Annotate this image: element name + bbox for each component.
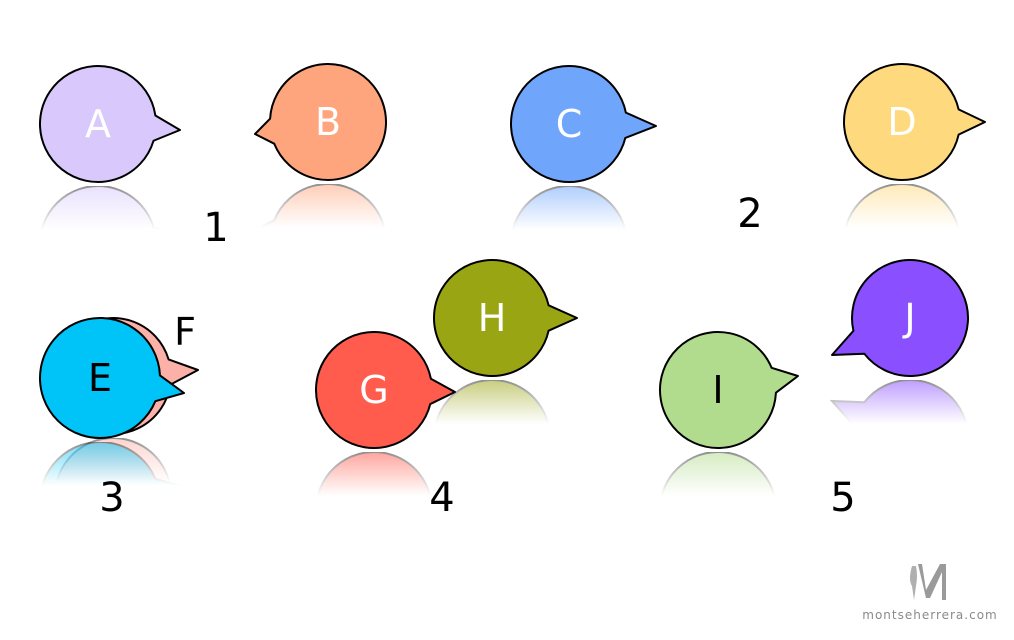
- bubble-i-reflection: [659, 451, 801, 569]
- speech-bubble-a: A: [39, 65, 181, 183]
- group-number-5: 5: [830, 475, 856, 521]
- speech-bubble-c: C: [510, 65, 657, 183]
- bubble-a-label: A: [85, 102, 111, 146]
- speech-bubble-h: H: [433, 259, 578, 377]
- speech-bubble-b: B: [254, 62, 387, 181]
- group-number-4: 4: [429, 475, 455, 521]
- bubble-b-label: B: [315, 100, 341, 144]
- bubble-g-label: G: [359, 368, 388, 412]
- bubble-h-label: H: [478, 296, 507, 340]
- group-number-2: 2: [737, 191, 763, 237]
- group-number-1: 1: [203, 205, 229, 251]
- bubble-h-reflection: [433, 379, 580, 497]
- watermark-text: montseherrera.com: [862, 608, 998, 622]
- bubble-j-label: J: [902, 296, 915, 340]
- shoe-monogram-icon: [910, 564, 946, 600]
- bubble-i-label: I: [712, 368, 723, 412]
- bubble-g-reflection: [315, 451, 458, 569]
- speech-bubble-e: E: [39, 317, 185, 439]
- group-number-3: 3: [99, 475, 125, 521]
- speech-bubble-g: G: [315, 331, 456, 449]
- bubble-e-label: E: [88, 356, 112, 400]
- bubble-b-reflection: [253, 183, 387, 302]
- bubble-c-reflection: [510, 185, 659, 303]
- bubble-d-label: D: [887, 100, 916, 144]
- watermark-logo: montseherrera.com: [860, 560, 1000, 622]
- bubble-c-label: C: [556, 102, 583, 146]
- speech-bubble-i: I: [659, 331, 799, 449]
- bubble-e-reflection: [39, 441, 187, 563]
- bubble-j-reflection: [829, 379, 969, 497]
- speech-bubble-j: J: [831, 259, 969, 377]
- bubble-a-reflection: [39, 185, 183, 303]
- bubble-f-label: F: [174, 310, 196, 354]
- speech-bubble-d: D: [843, 63, 986, 181]
